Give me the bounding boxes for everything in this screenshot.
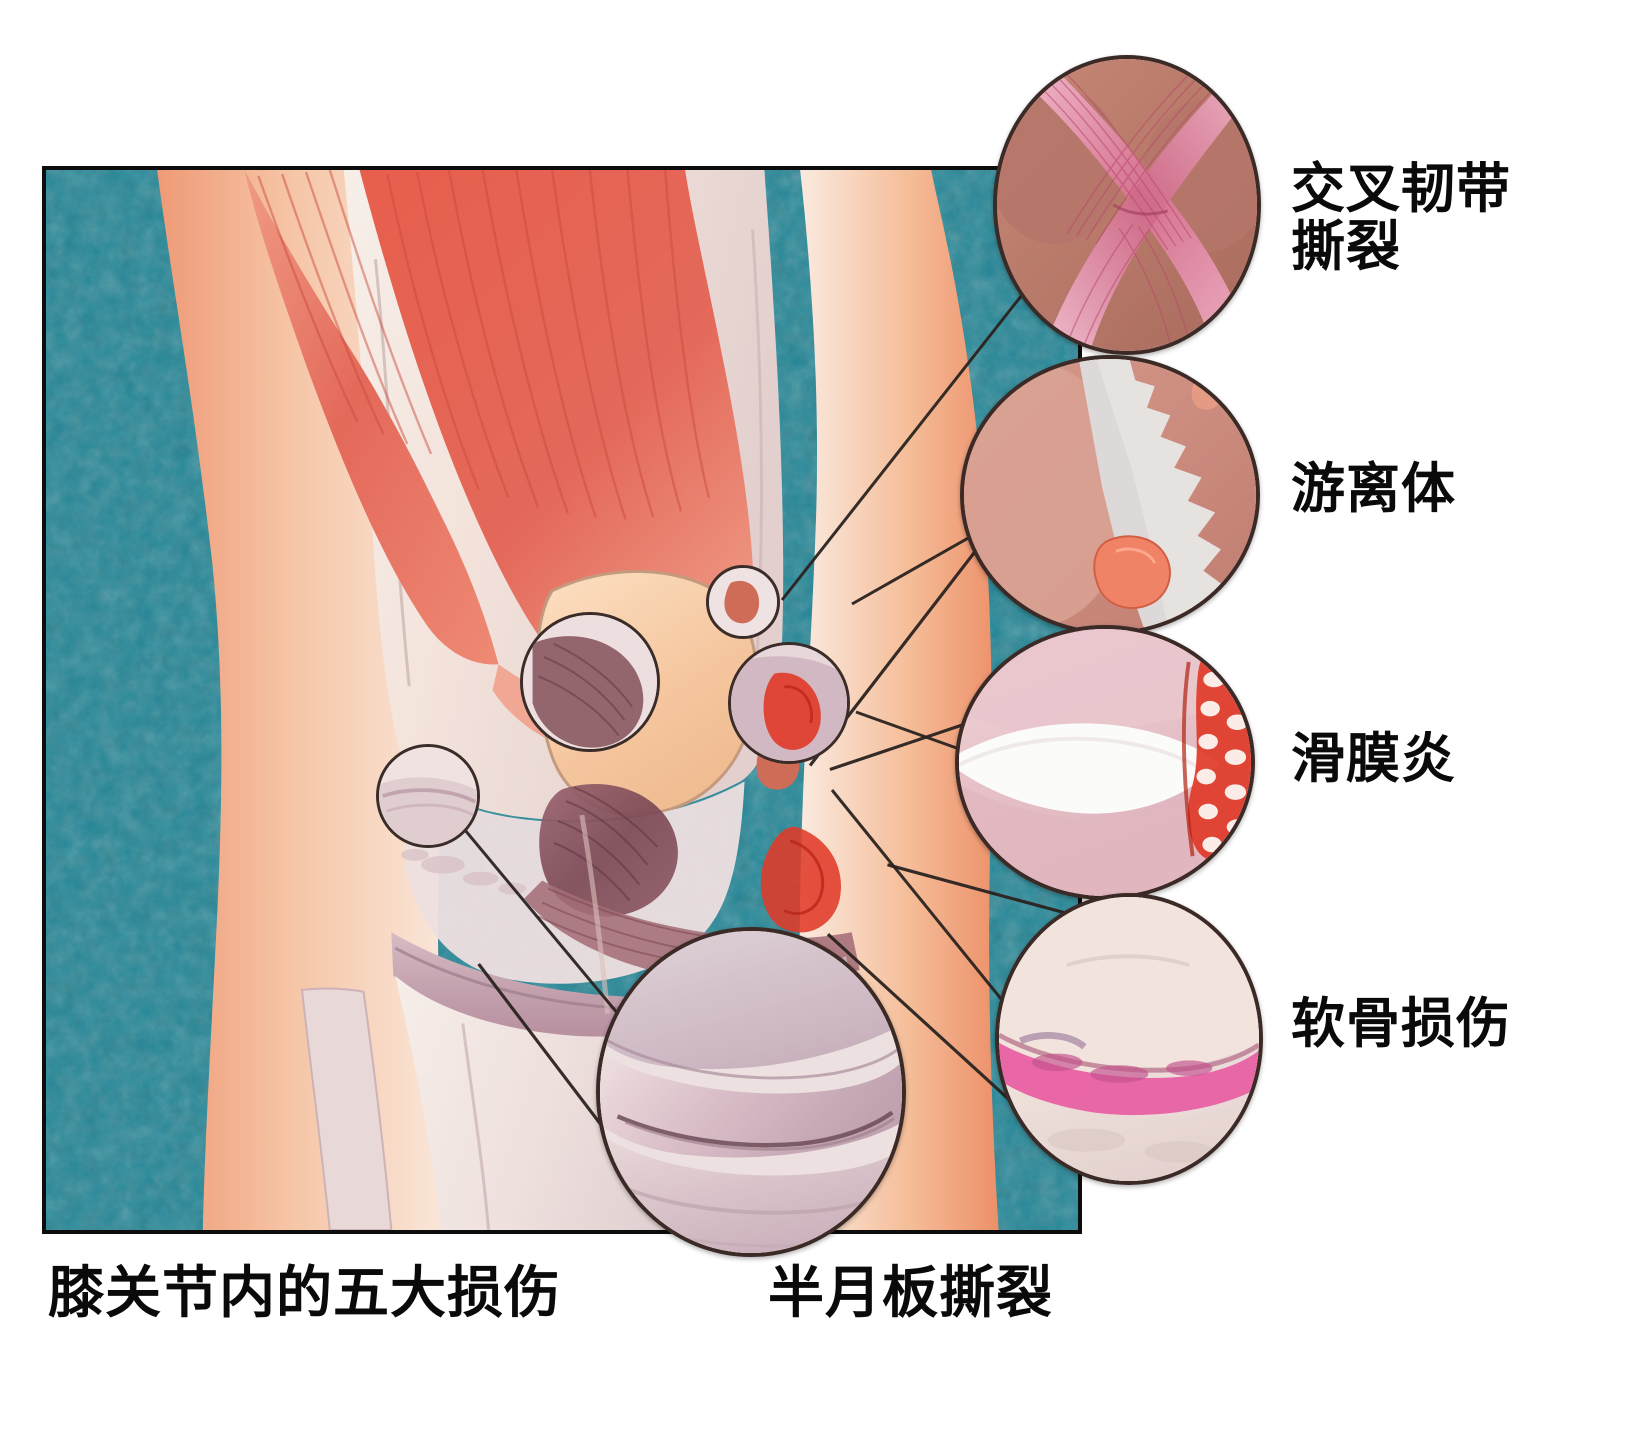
marker-loose-art	[709, 568, 777, 636]
cartilage-damage-art	[999, 897, 1259, 1181]
label-synovitis: 滑膜炎	[1291, 727, 1456, 790]
marker-cruciate-art	[523, 615, 657, 749]
meniscus-tear-art	[600, 931, 902, 1253]
detail-circle-synovitis[interactable]	[955, 625, 1255, 900]
detail-circle-loose-body[interactable]	[960, 355, 1260, 635]
label-meniscus-tear: 半月板撕裂	[768, 1261, 1053, 1326]
detail-circle-cartilage-damage[interactable]	[995, 893, 1263, 1185]
cruciate-tear-art	[997, 59, 1257, 351]
label-cartilage-damage: 软骨损伤	[1291, 992, 1511, 1055]
marker-synovitis-art	[731, 645, 847, 761]
figure-title-caption: 膝关节内的五大损伤	[48, 1261, 561, 1326]
label-loose-body: 游离体	[1291, 457, 1456, 520]
marker-cartilage-art	[379, 747, 477, 845]
marker-circle-cartilage[interactable]	[376, 744, 480, 848]
loose-body-art	[964, 359, 1256, 631]
label-cruciate-ligament-tear: 交叉韧带 撕裂	[1291, 157, 1511, 279]
detail-circle-cruciate-tear[interactable]	[993, 55, 1261, 355]
marker-circle-loose-body[interactable]	[706, 565, 780, 639]
marker-circle-synovitis[interactable]	[728, 642, 850, 764]
detail-circle-meniscus-tear[interactable]	[596, 927, 906, 1257]
marker-circle-cruciate[interactable]	[520, 612, 660, 752]
synovitis-art	[959, 629, 1251, 896]
